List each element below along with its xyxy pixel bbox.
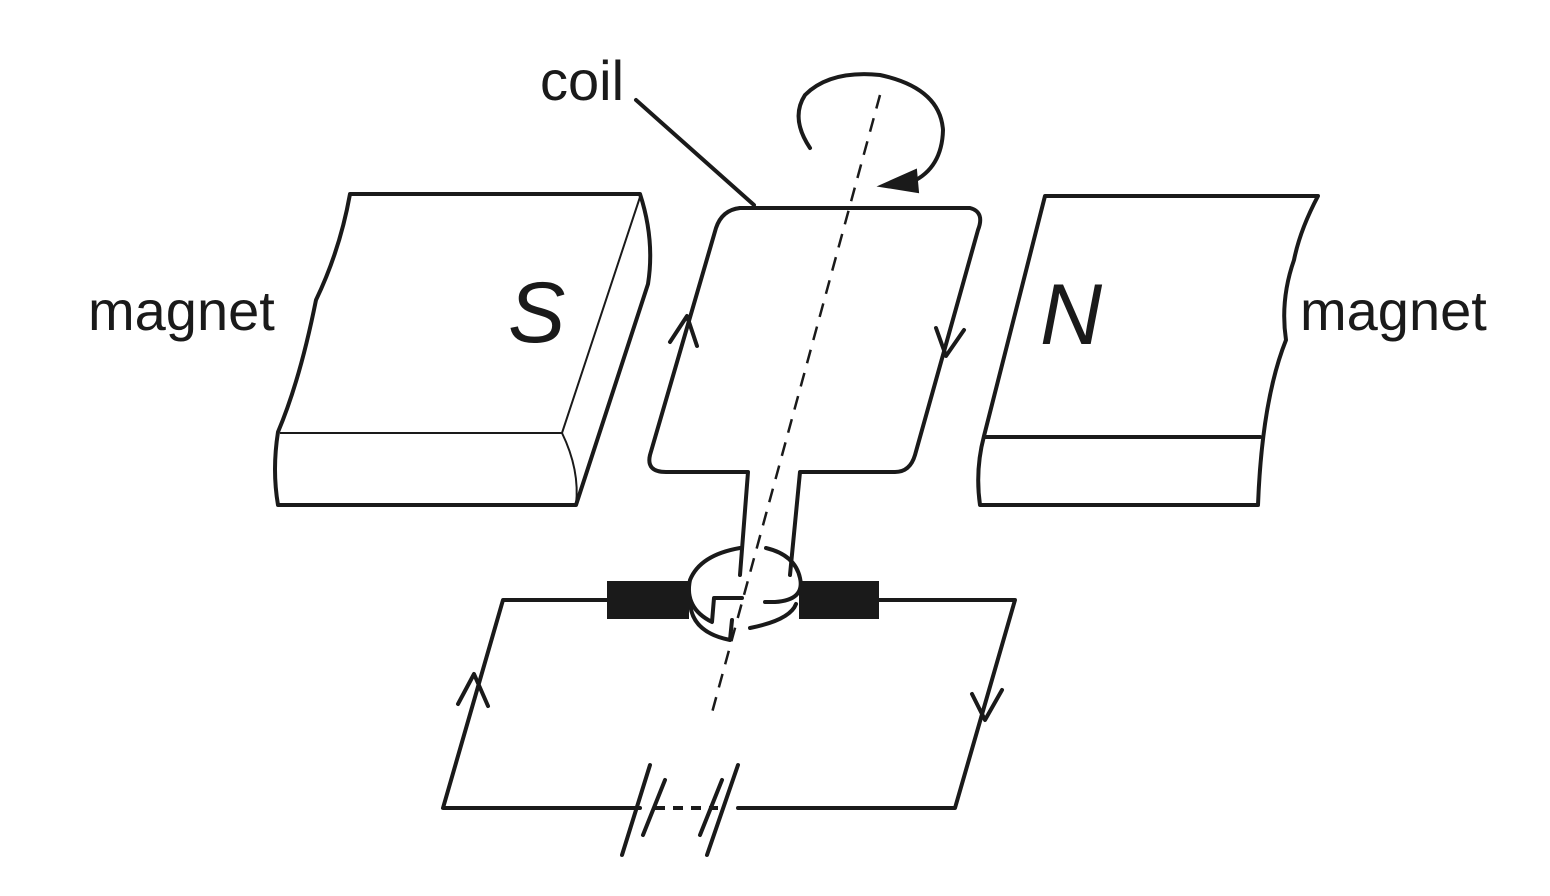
circuit-arrow-down-icon xyxy=(970,688,1004,722)
commutator xyxy=(687,546,803,642)
south-pole-label: S xyxy=(508,265,565,361)
rotation-arrow-icon xyxy=(796,72,945,194)
circuit-arrow-up-icon xyxy=(456,672,490,708)
brush-left xyxy=(607,581,689,619)
battery xyxy=(620,763,740,857)
coil-leader-line xyxy=(634,98,756,207)
magnet-south xyxy=(273,192,653,507)
coil-label: coil xyxy=(540,49,624,112)
external-circuit xyxy=(441,598,1017,810)
coil-arrow-up-icon xyxy=(668,314,699,348)
coil xyxy=(647,206,983,577)
north-pole-label: N xyxy=(1040,267,1103,363)
coil-arrow-down-icon xyxy=(934,326,966,358)
magnet-right-label: magnet xyxy=(1300,279,1487,342)
magnet-north xyxy=(976,194,1320,507)
rotation-axis xyxy=(708,94,882,721)
brush-right xyxy=(799,581,879,619)
magnet-left-label: magnet xyxy=(88,279,275,342)
